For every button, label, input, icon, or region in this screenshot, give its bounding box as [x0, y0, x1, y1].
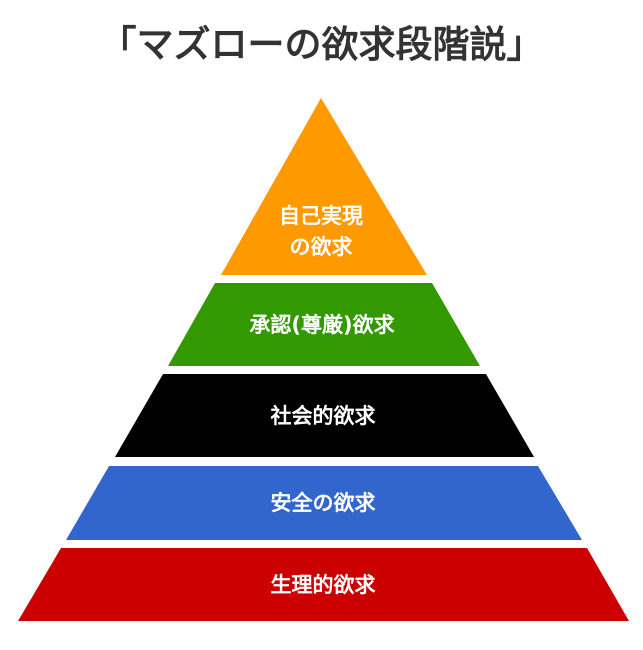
level-esteem: [168, 283, 480, 366]
level-esteem-label: 承認(尊厳)欲求: [249, 313, 394, 337]
level-safety: [66, 466, 582, 540]
diagram-title: 「マズローの欲求段階説」: [99, 23, 544, 66]
level-physiological-label: 生理的欲求: [271, 573, 376, 597]
level-social: [115, 374, 534, 457]
level-self-actualization: [221, 98, 427, 275]
level-physiological: [18, 548, 629, 621]
level-self-actualization-label-1: 自己実現: [279, 204, 363, 228]
level-safety-label: 安全の欲求: [271, 491, 376, 515]
level-social-label: 社会的欲求: [270, 404, 376, 428]
level-self-actualization-label-2: の欲求: [290, 235, 353, 259]
